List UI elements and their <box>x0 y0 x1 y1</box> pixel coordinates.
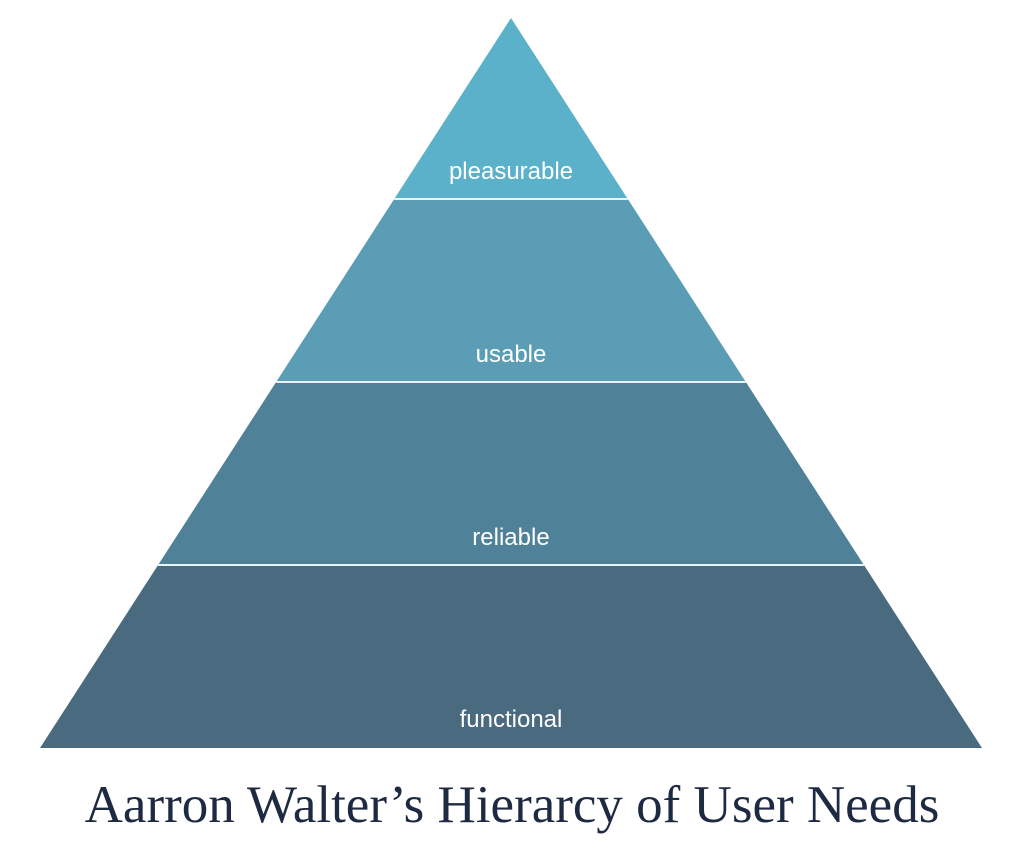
diagram-title: Aarron Walter’s Hierarcy of User Needs <box>84 776 940 834</box>
layer-functional <box>40 565 982 748</box>
layer-pleasurable <box>394 18 628 199</box>
label-pleasurable: pleasurable <box>449 158 573 185</box>
layer-reliable <box>158 382 864 565</box>
label-usable: usable <box>476 341 547 368</box>
label-functional: functional <box>460 706 563 733</box>
layer-usable <box>276 199 746 382</box>
label-reliable: reliable <box>472 524 549 551</box>
